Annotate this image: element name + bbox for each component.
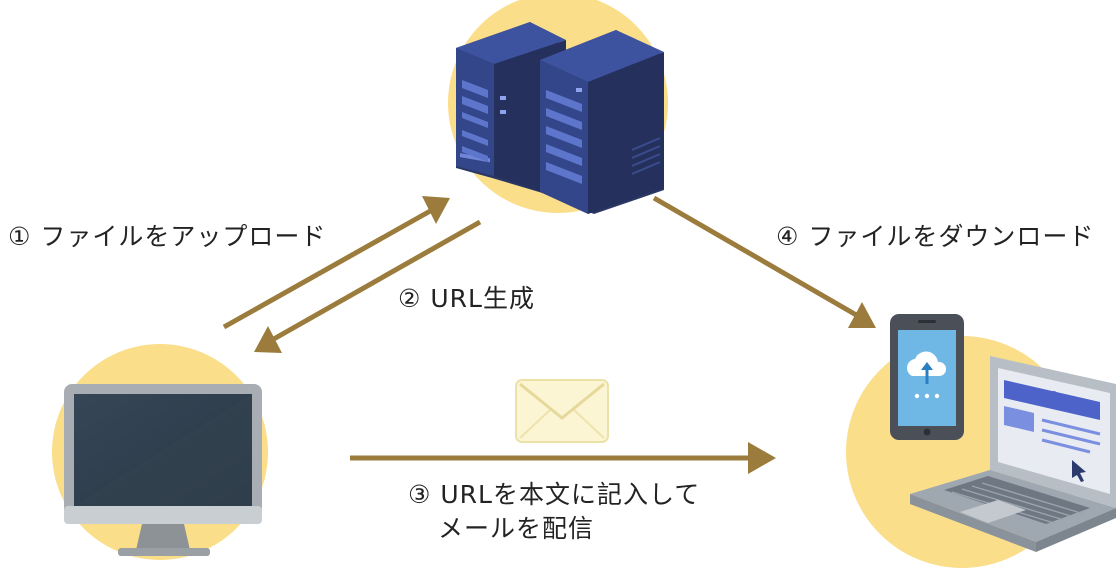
smartphone-icon [890, 314, 964, 440]
mail-step-line2: メールを配信 [438, 514, 595, 543]
mail-step-label: ③ URLを本文に記入して メールを配信 [408, 478, 700, 546]
arrow-url-return [254, 219, 482, 353]
arrow-mail [350, 442, 776, 474]
upload-step-label: ① ファイルをアップロード [8, 222, 327, 251]
download-step-label: ④ ファイルをダウンロード [776, 222, 1095, 251]
mail-step-line1: ③ URLを本文に記入して [408, 480, 701, 509]
arrow-download [652, 195, 876, 328]
server-icon [456, 22, 664, 214]
cursor-icon [1072, 460, 1086, 482]
arrow-upload [222, 196, 450, 330]
mail-envelope-icon [515, 379, 609, 443]
laptop-icon [910, 356, 1116, 552]
url-generate-step-label: ② URL生成 [398, 284, 535, 313]
desktop-computer-icon [64, 384, 262, 556]
